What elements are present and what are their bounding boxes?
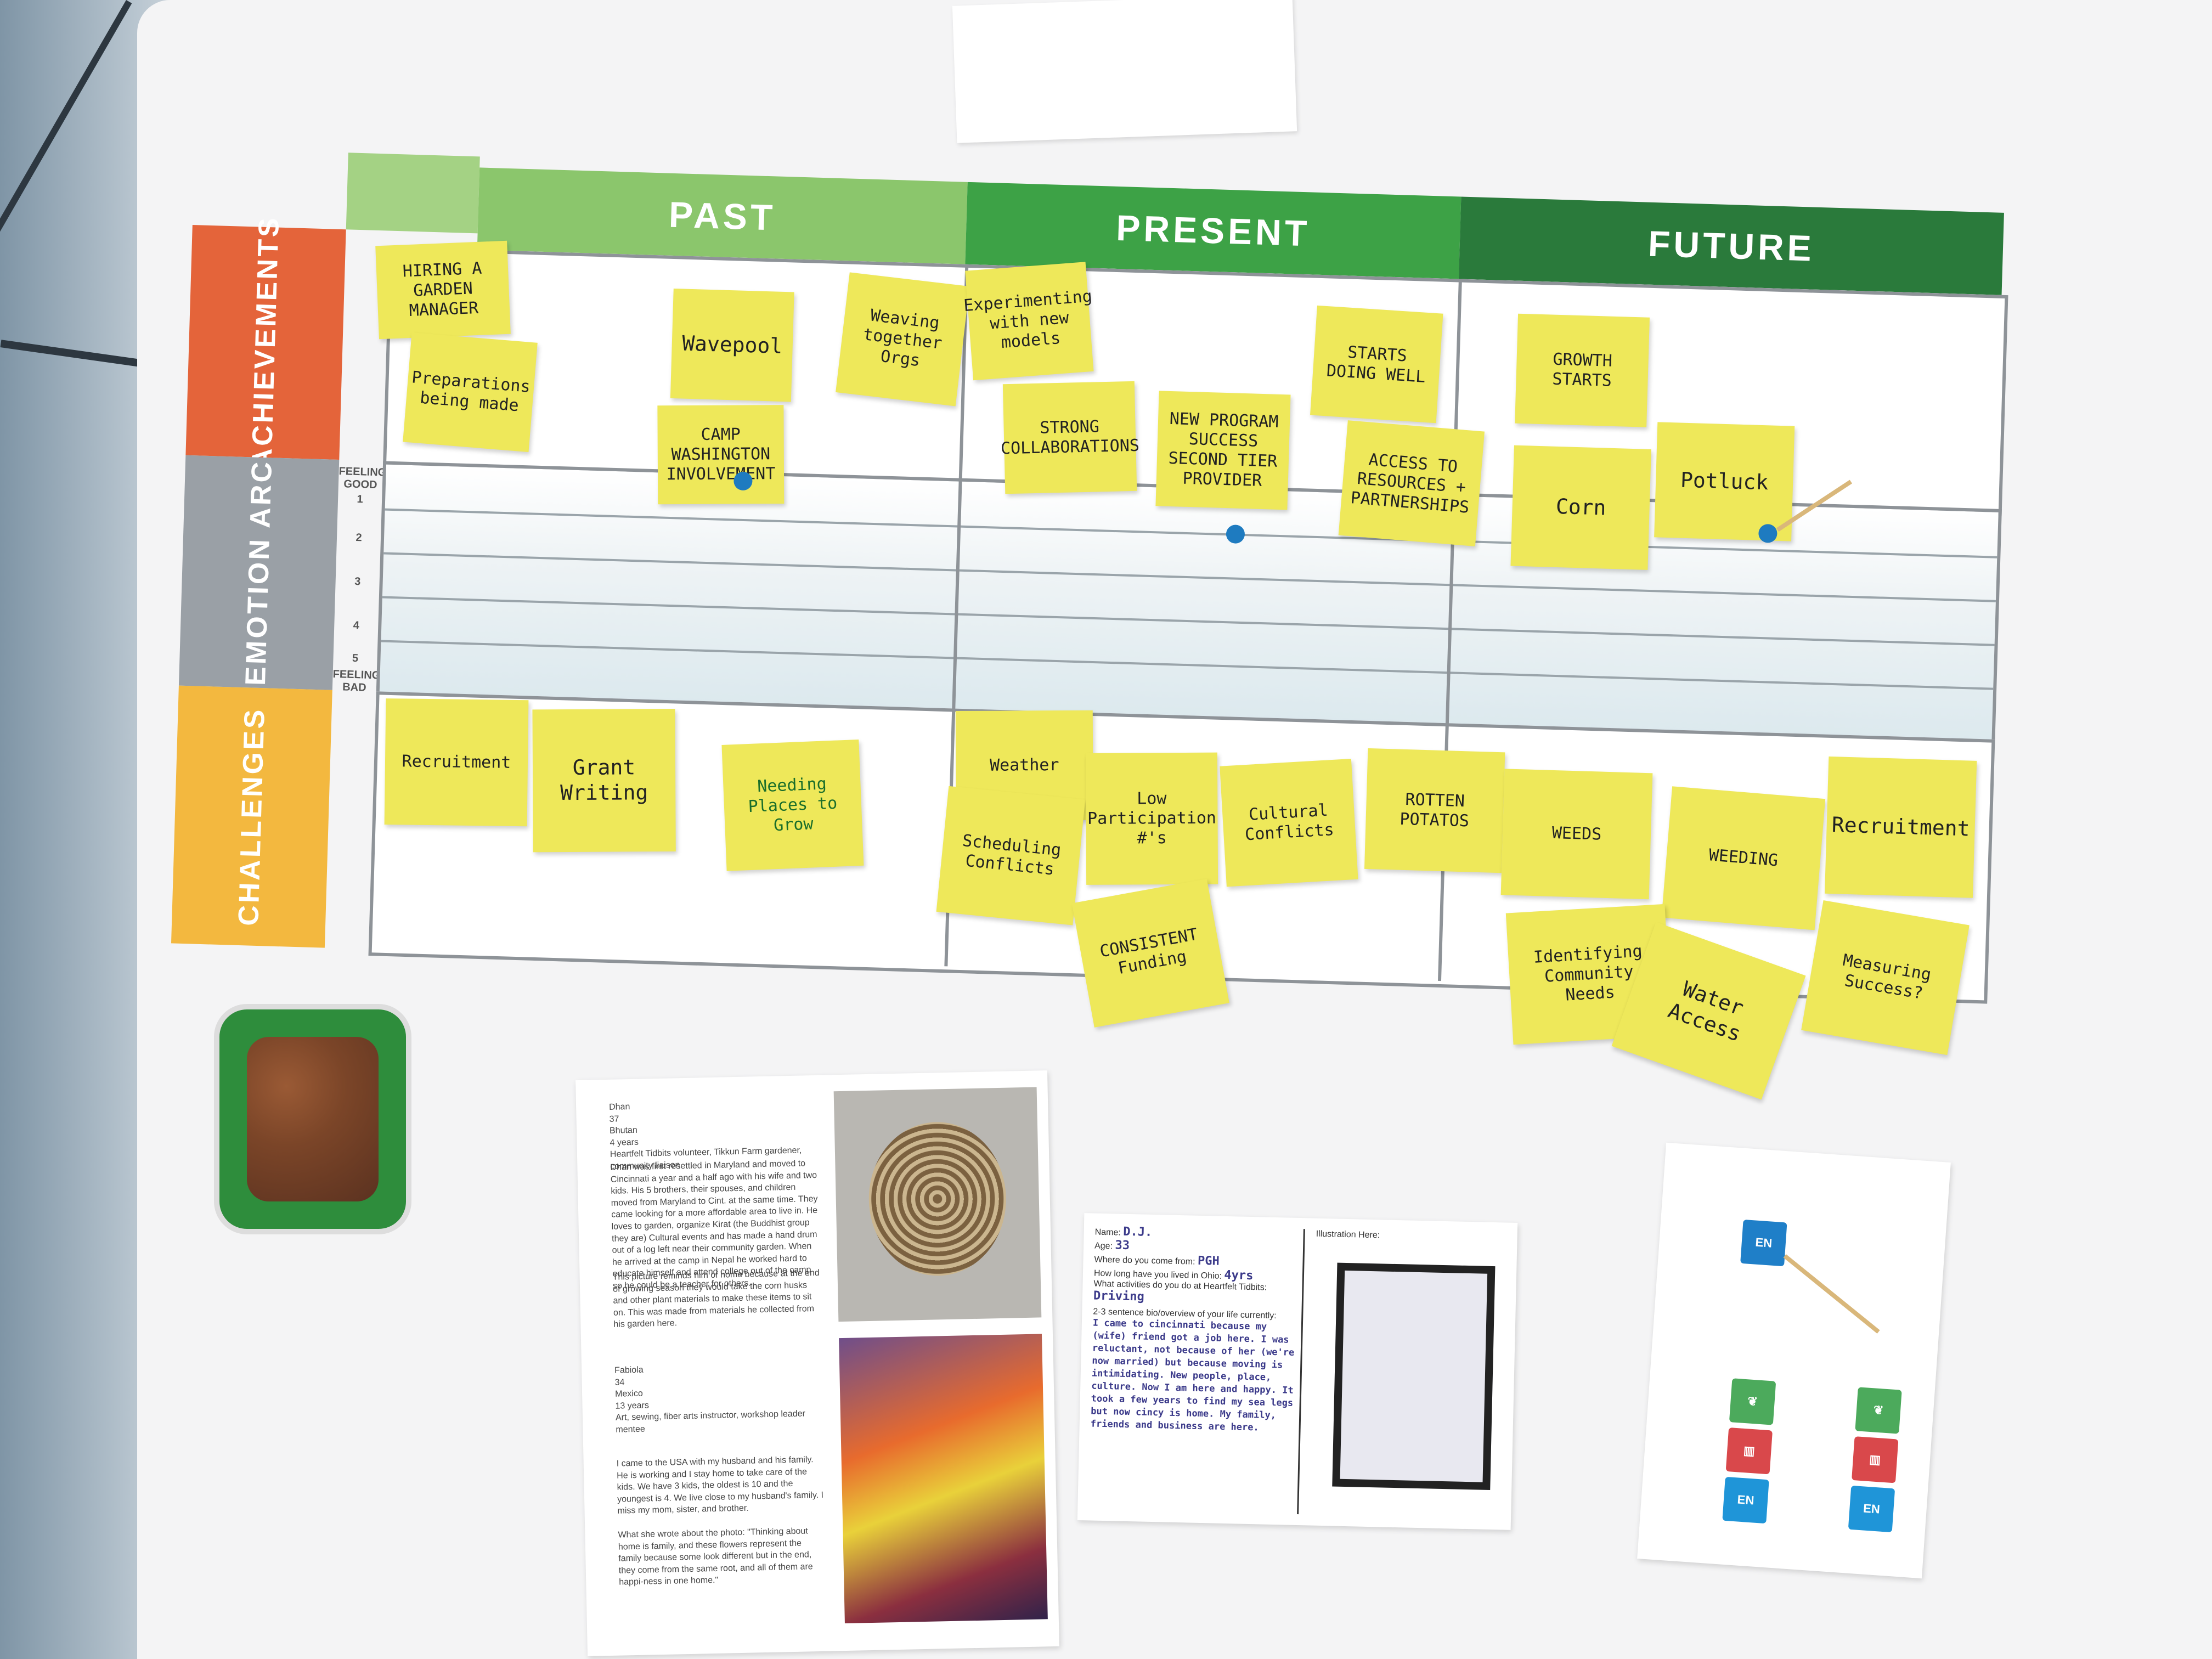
row-label-challenges: CHALLENGES [171, 685, 332, 948]
sticky-note[interactable]: Scheduling Conflicts [936, 786, 1086, 926]
icon-legend-card: EN ❦ ▥ EN ❦ ▥ EN [1637, 1142, 1951, 1579]
achievements-label: ACHIEVEMENTS [246, 215, 286, 470]
ohio-value: 4yrs [1224, 1268, 1254, 1283]
challenges-label: CHALLENGES [232, 707, 271, 927]
profile-header-2: Fabiola 34 Mexico 13 years Art, sewing, … [614, 1365, 806, 1435]
sticky-note[interactable]: GROWTH STARTS [1515, 313, 1650, 427]
row-label-emotion: EMOTION ARC [178, 455, 340, 690]
scale-tick: 4 [353, 619, 360, 632]
sticky-note[interactable]: Needing Places to Grow [721, 739, 864, 871]
en-chip-icon: EN [1848, 1485, 1895, 1533]
worksheet-paper [952, 0, 1297, 143]
sticky-note[interactable]: CONSISTENT Funding [1071, 878, 1229, 1028]
en-chip-icon: EN [1722, 1476, 1769, 1524]
sticky-note[interactable]: Preparations being made [403, 332, 538, 453]
flowers-photo [839, 1334, 1048, 1624]
plant-icon: ❦ [1729, 1378, 1776, 1425]
poster-corner [346, 153, 480, 234]
illustration-box: Illustration Here: [1297, 1229, 1508, 1519]
toothpick-flag [1783, 1254, 1880, 1334]
age-value: 33 [1115, 1238, 1130, 1252]
scale-tick: 3 [354, 575, 361, 588]
grid-line [382, 596, 1995, 646]
grid-line [381, 640, 1994, 690]
almond-container [214, 1004, 411, 1234]
sticky-note[interactable]: WEEDS [1500, 769, 1653, 900]
scale-tick: 1 [357, 493, 364, 506]
scale-bottom-label: FEELING BAD [332, 668, 381, 694]
scale-top-label: FEELING GOOD [338, 465, 387, 492]
emotion-scale: FEELING GOOD 1 2 3 4 5 FEELING BAD [332, 460, 387, 694]
header-future: FUTURE [1458, 196, 2004, 295]
from-label: Where do you come from: [1094, 1255, 1195, 1267]
age-label: Age: [1094, 1241, 1113, 1251]
sticky-note[interactable]: Measuring Success? [1801, 900, 1970, 1056]
sticky-note[interactable]: ACCESS TO RESOURCES + PARTNERSHIPS [1338, 420, 1485, 546]
en-chip-icon: EN [1740, 1219, 1787, 1267]
profile-bio-2: I came to the USA with my husband and hi… [616, 1455, 824, 1516]
name-value: D.J. [1122, 1224, 1153, 1239]
almonds [247, 1037, 379, 1201]
sticky-note[interactable]: ROTTEN POTATOS [1364, 748, 1505, 873]
header-present: PRESENT [965, 182, 1462, 279]
scale-tick: 2 [356, 532, 362, 544]
emotion-arc-label: EMOTION ARC [239, 459, 279, 686]
sticky-note[interactable]: CAMP WASHINGTON INVOLVEMENT [657, 405, 785, 505]
sticky-note[interactable]: STRONG COLLABORATIONS [1001, 381, 1139, 494]
sticky-note[interactable]: Cultural Conflicts [1220, 758, 1358, 887]
sticky-note[interactable]: Experimenting with new models [963, 262, 1094, 381]
story-card: Name: D.J. Age: 33 Where do you come fro… [1077, 1213, 1518, 1530]
basket-photo [833, 1087, 1042, 1322]
sticky-note[interactable]: NEW PROGRAM SUCCESS SECOND TIER PROVIDER [1155, 391, 1291, 510]
profile-photo-note-1: This picture reminds him of home because… [612, 1268, 820, 1330]
grid-line [383, 552, 1996, 602]
woven-mat [867, 1120, 1008, 1277]
participant-profile-sheet: Dhan 37 Bhutan 4 years Heartfelt Tidbits… [575, 1070, 1059, 1656]
sticky-note[interactable]: Corn [1510, 445, 1651, 570]
sticky-note[interactable]: HIRING A GARDEN MANAGER [375, 240, 511, 340]
illustration-label: Illustration Here: [1316, 1229, 1380, 1240]
plant-icon: ❦ [1855, 1387, 1902, 1434]
sticky-note[interactable]: Potluck [1654, 422, 1795, 541]
bio-value: I came to cincinnati because my (wife) f… [1090, 1317, 1295, 1433]
journey-map-poster: PAST PRESENT FUTURE ACHIEVEMENTS EMOTION… [171, 148, 2048, 1100]
portrait-sketch [1332, 1262, 1496, 1491]
sticky-note[interactable]: Wavepool [670, 289, 794, 402]
spool-icon: ▥ [1852, 1436, 1899, 1483]
profile-photo-note-2: What she wrote about the photo: "Thinkin… [618, 1526, 813, 1588]
sticky-note[interactable]: Recruitment [1824, 756, 1977, 898]
from-value: PGH [1197, 1254, 1220, 1268]
sticky-note[interactable]: WEEDING [1661, 786, 1826, 930]
sticky-note[interactable]: Low Participation #'s [1085, 752, 1218, 885]
name-label: Name: [1094, 1227, 1121, 1238]
sticky-note[interactable]: Grant Writing [532, 708, 676, 853]
sticky-note[interactable]: Recruitment [384, 698, 529, 827]
sticky-note[interactable]: Weaving together Orgs [836, 272, 970, 407]
header-past: PAST [477, 167, 968, 264]
scale-tick: 5 [352, 652, 359, 665]
row-label-achievements: ACHIEVEMENTS [185, 216, 346, 469]
story-card-form: Name: D.J. Age: 33 Where do you come fro… [1088, 1224, 1298, 1514]
sticky-note[interactable]: STARTS DOING WELL [1310, 305, 1443, 424]
spool-icon: ▥ [1725, 1427, 1773, 1475]
